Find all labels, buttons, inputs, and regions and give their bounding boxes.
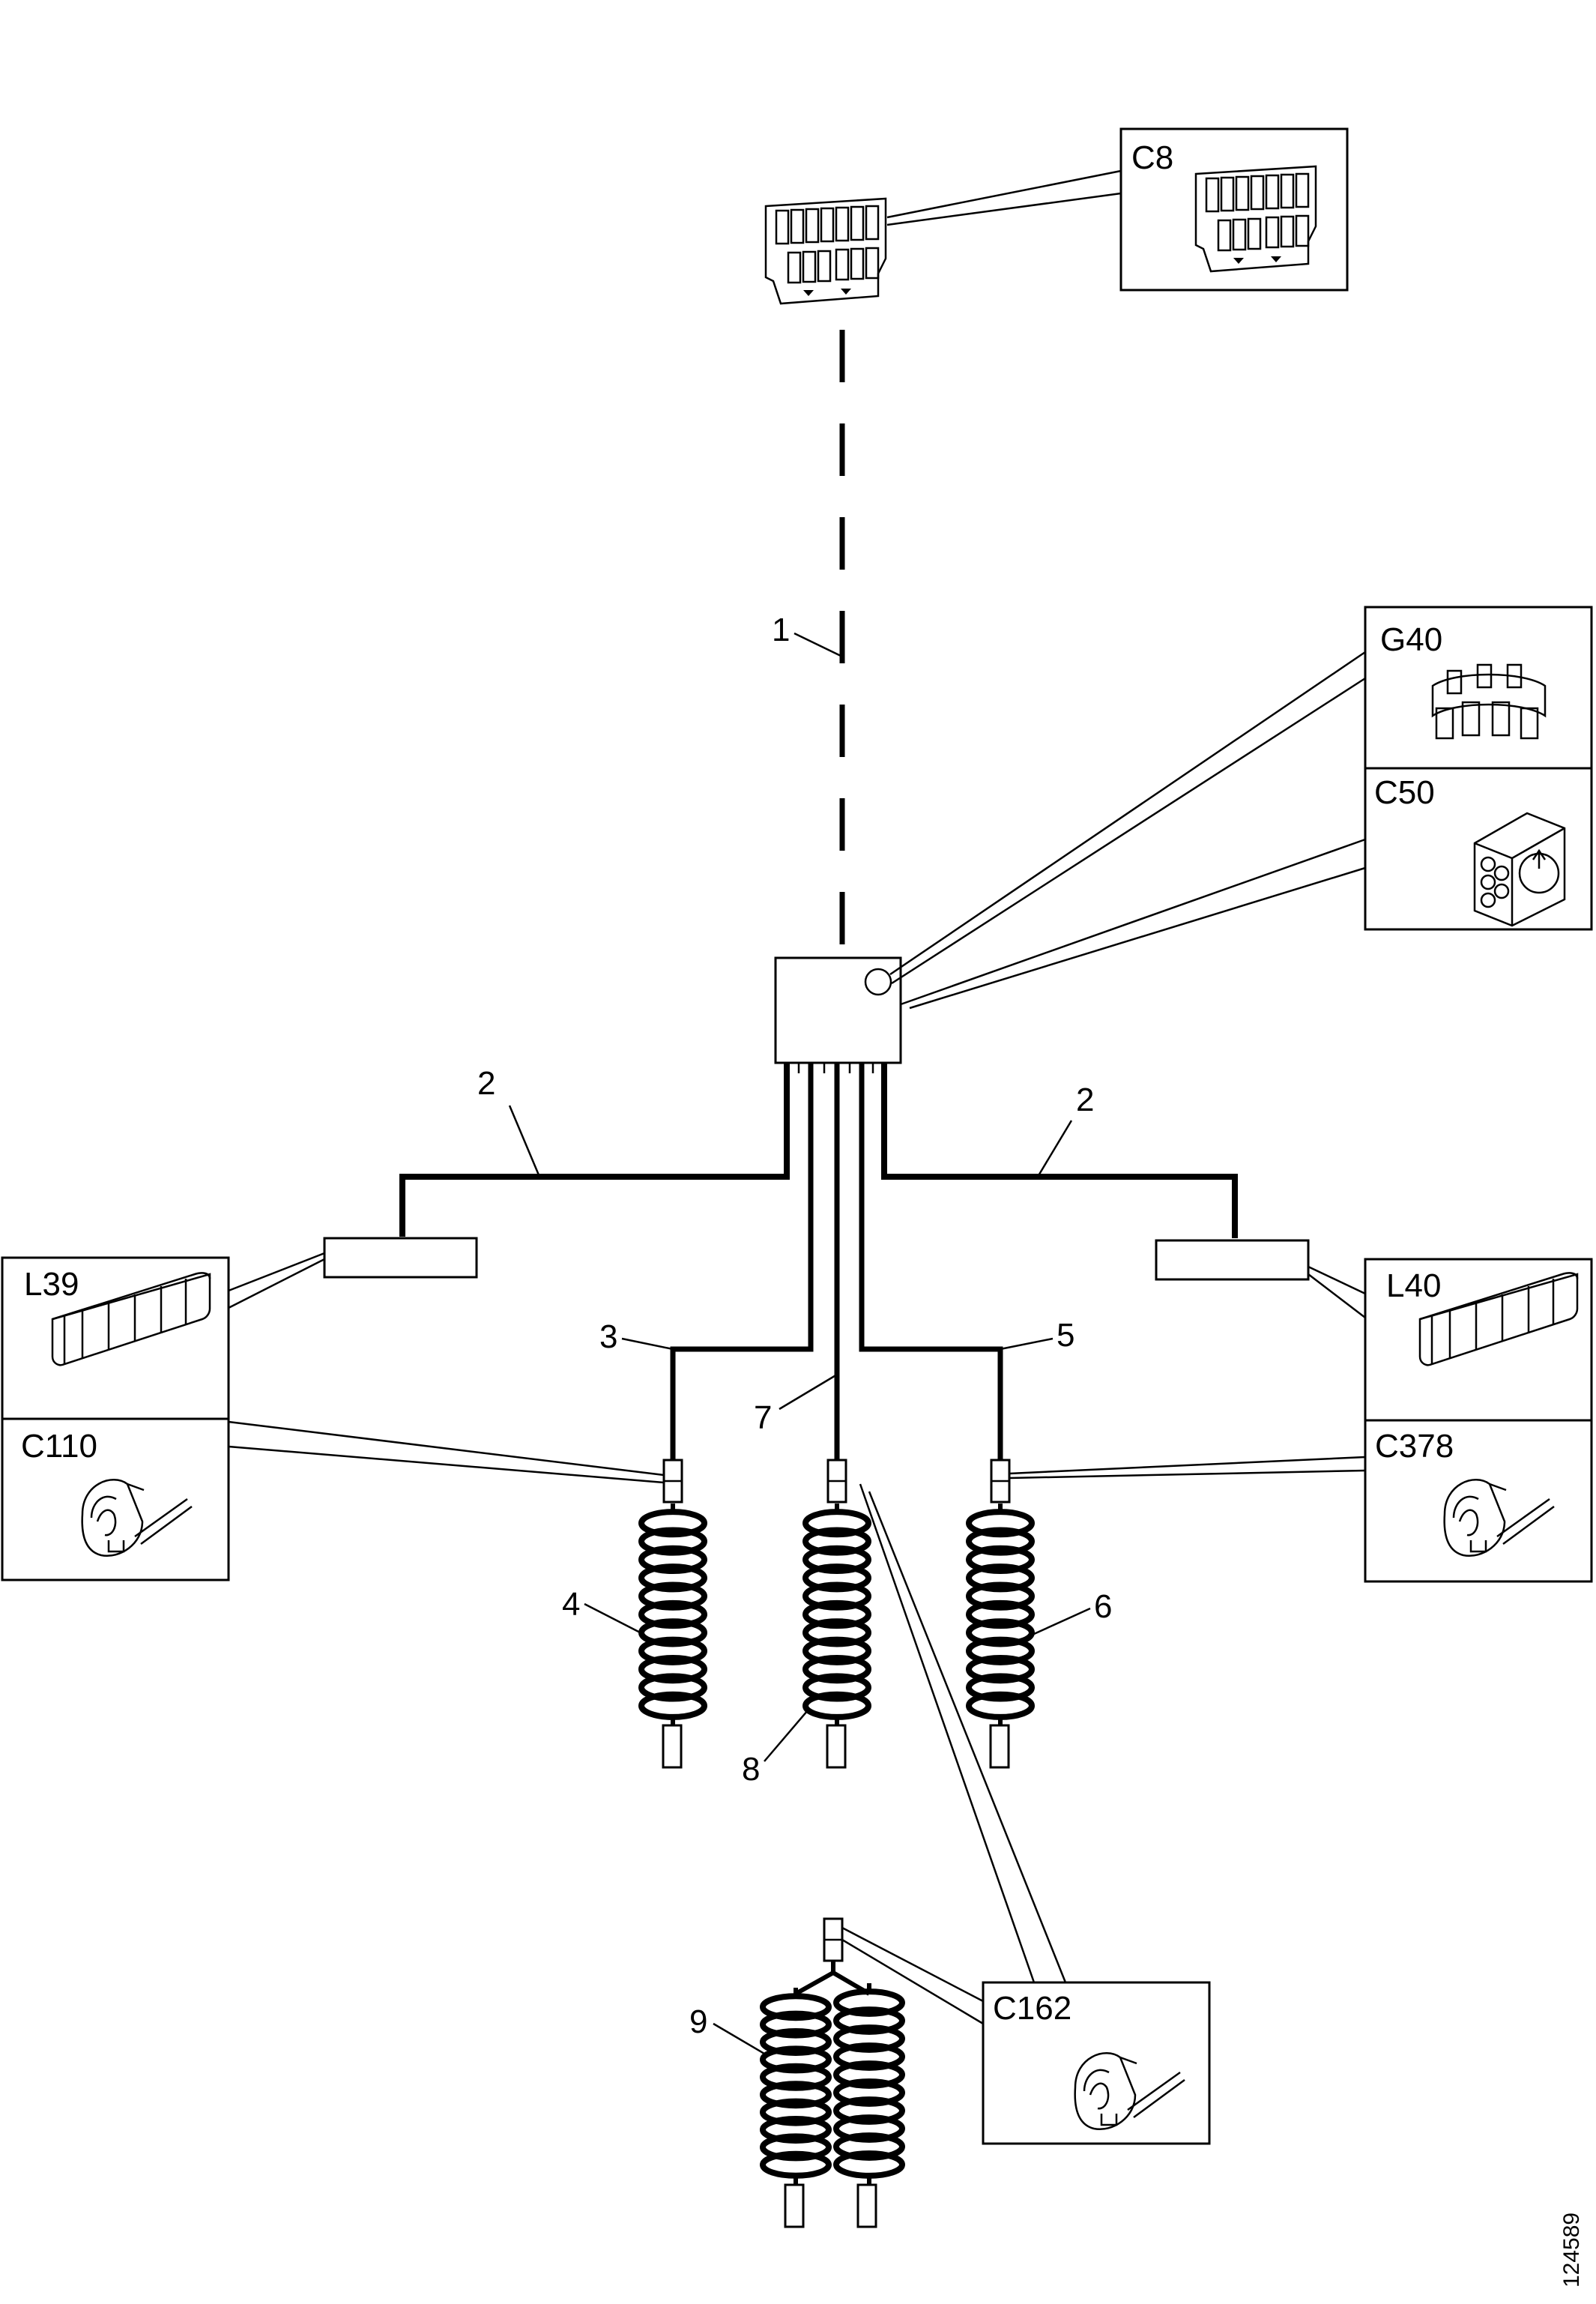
coil-4 (638, 1504, 707, 1725)
wire-3 (670, 1063, 814, 1460)
label-l39: L39 (24, 1266, 79, 1303)
lamp-unit-right (1155, 1239, 1310, 1281)
label-c50: C50 (1374, 774, 1435, 811)
wire-5 (859, 1063, 1003, 1460)
connector-c110-plug (662, 1459, 683, 1504)
connector-c378-plug (990, 1459, 1011, 1504)
label-c8: C8 (1131, 139, 1173, 176)
document-number: 124589 (1559, 2213, 1584, 2288)
callout-6: 6 (1094, 1588, 1112, 1625)
g40-ground-terminal-icon (1431, 663, 1547, 740)
c50-connector-icon (1473, 812, 1566, 927)
label-l40: L40 (1386, 1267, 1441, 1304)
c8-connector-part (764, 197, 887, 305)
terminal-4 (662, 1724, 683, 1769)
box-c162 (982, 1981, 1211, 2145)
terminal-6 (989, 1724, 1010, 1769)
callout-2-left: 2 (477, 1065, 495, 1102)
callout-3: 3 (599, 1318, 617, 1355)
terminal-8 (826, 1724, 847, 1769)
callout-8: 8 (742, 1751, 760, 1788)
coil-9b (833, 1983, 905, 2184)
callout-1: 1 (772, 612, 790, 648)
wire-2-right (881, 1063, 1238, 1238)
wire-2-left (399, 1063, 790, 1237)
box-l39 (1, 1256, 230, 1420)
callout-2-right: 2 (1076, 1082, 1094, 1118)
label-g40: G40 (1380, 621, 1442, 658)
coil-cables (638, 1504, 1035, 2184)
coil-6 (966, 1504, 1035, 1725)
coil-8 (802, 1504, 871, 1725)
lamp-unit-left (323, 1237, 478, 1279)
junction-box (774, 956, 902, 1064)
label-c378: C378 (1375, 1428, 1454, 1465)
junction-box-stud (864, 968, 892, 996)
callout-5: 5 (1057, 1317, 1074, 1354)
coil-9a (760, 1988, 832, 2184)
box-c50 (1364, 767, 1593, 931)
callout-7: 7 (754, 1399, 772, 1436)
connector-c162-plug-upper (826, 1459, 847, 1504)
callout-9: 9 (689, 2003, 707, 2040)
terminal-9a (784, 2183, 805, 2228)
connector-c162-plug-lower (823, 1917, 844, 1962)
terminal-9b (856, 2183, 877, 2228)
callout-4: 4 (562, 1586, 580, 1623)
label-c110: C110 (21, 1428, 97, 1465)
label-c162: C162 (993, 1990, 1071, 2027)
